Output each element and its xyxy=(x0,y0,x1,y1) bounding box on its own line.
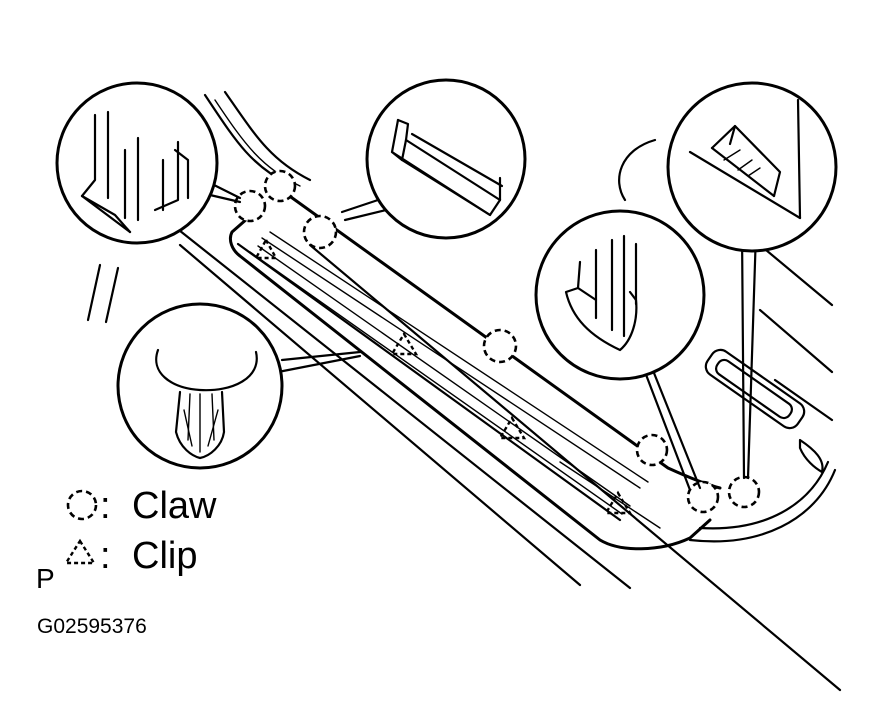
clip-markers xyxy=(253,237,633,515)
clip-legend-label: Clip xyxy=(132,535,197,577)
body-outline xyxy=(86,90,842,692)
callout-claw-detail-left xyxy=(55,81,219,245)
claw-marker xyxy=(263,169,297,203)
callout-claw-detail-center xyxy=(365,78,527,240)
scuff-plate xyxy=(228,180,722,551)
claw-marker xyxy=(233,189,267,223)
claw-legend-label: Claw xyxy=(132,485,217,527)
clip-legend-colon: : xyxy=(100,535,111,577)
callout-claw-detail-right xyxy=(534,209,706,381)
clip-marker xyxy=(603,490,633,515)
view-marker: P xyxy=(36,563,55,594)
callout-leaders xyxy=(206,180,758,492)
claw-marker xyxy=(482,328,518,364)
claw-marker xyxy=(635,433,669,467)
clip-marker xyxy=(389,331,419,356)
callout-clip-detail xyxy=(116,302,284,470)
clip-symbol-icon xyxy=(63,538,97,565)
callout-claw-detail-far-right xyxy=(666,81,838,253)
figure-code: G02595376 xyxy=(37,615,147,638)
claw-markers xyxy=(233,169,761,514)
door-opening-curve xyxy=(688,348,837,543)
claw-marker xyxy=(302,214,338,250)
claw-symbol-icon xyxy=(66,489,98,521)
claw-legend-colon: : xyxy=(100,485,111,527)
legend: : Claw : Clip xyxy=(63,485,217,577)
clip-marker xyxy=(253,237,279,260)
claw-marker xyxy=(686,480,720,514)
clip-marker xyxy=(497,415,527,440)
claw-marker xyxy=(727,475,761,509)
